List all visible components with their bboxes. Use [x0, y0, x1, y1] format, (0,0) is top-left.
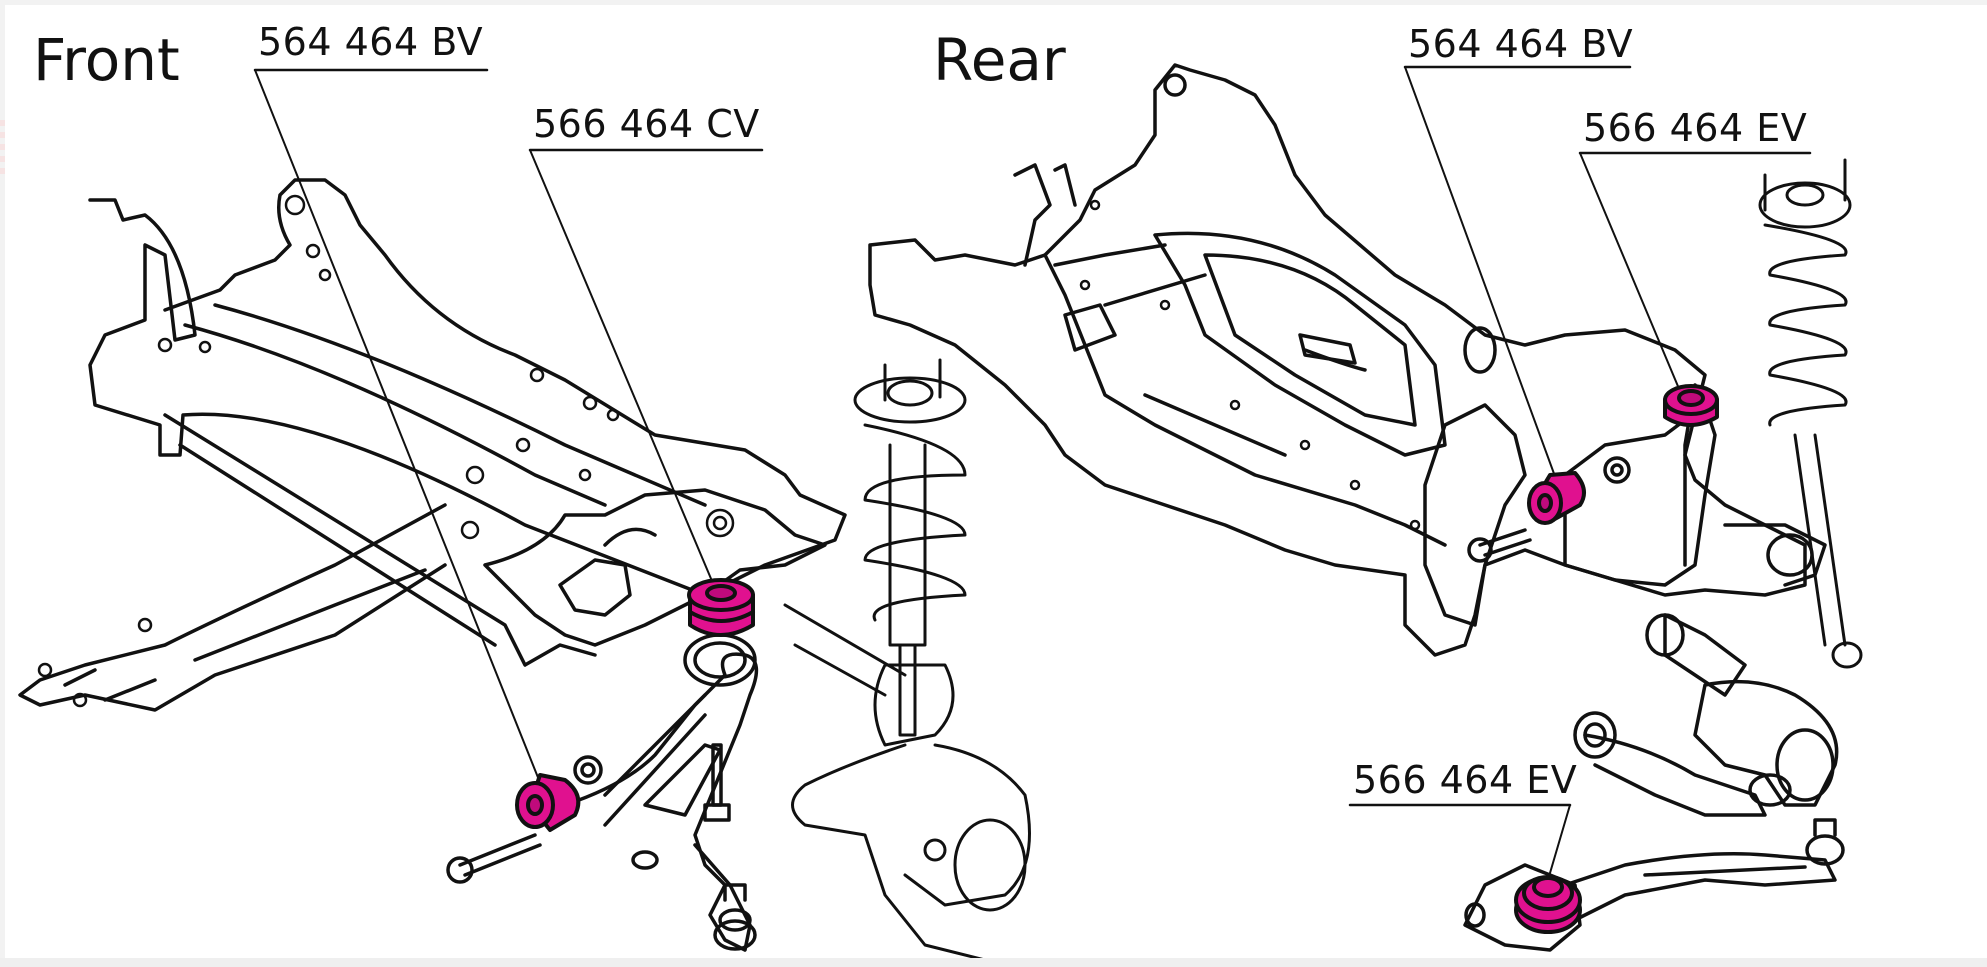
- bushing-rear-ev-bottom: [1514, 875, 1582, 934]
- callout-rear-564-464-bv: 564 464 BV: [1408, 22, 1634, 66]
- front-control-arm: [446, 633, 759, 952]
- rear-subframe-holes: [1079, 199, 1421, 531]
- callout-front-566-464-cv: 566 464 CV: [533, 102, 760, 146]
- callout-rear-566-464-ev-bottom: 566 464 EV: [1353, 758, 1578, 802]
- suspension-drawing: [18, 63, 1863, 958]
- bottom-band: [0, 958, 1987, 967]
- bushing-front-cv: [687, 578, 755, 637]
- bushing-front-bv: [515, 773, 581, 832]
- callout-front-564-464-bv: 564 464 BV: [258, 20, 484, 64]
- rear-arms: [1423, 383, 1845, 952]
- front-subframe-holes: [37, 194, 735, 708]
- front-strut: [783, 358, 1031, 958]
- leader-lines: [254, 66, 1686, 891]
- rear-subframe: [868, 63, 1807, 657]
- bushing-rear-bv: [1527, 471, 1586, 525]
- bushing-rear-ev-top: [1663, 384, 1719, 427]
- page-edge: [0, 120, 5, 180]
- diagram-canvas: Front Rear 564 464 BV 566 464 CV 564 464…: [5, 5, 1987, 958]
- rear-coilover: [1758, 158, 1863, 669]
- section-title-front: Front: [33, 26, 180, 94]
- section-title-rear: Rear: [933, 26, 1066, 94]
- label-underlines: [253, 65, 1812, 807]
- front-subframe: [18, 178, 847, 712]
- callout-rear-566-464-ev-top: 566 464 EV: [1583, 106, 1808, 150]
